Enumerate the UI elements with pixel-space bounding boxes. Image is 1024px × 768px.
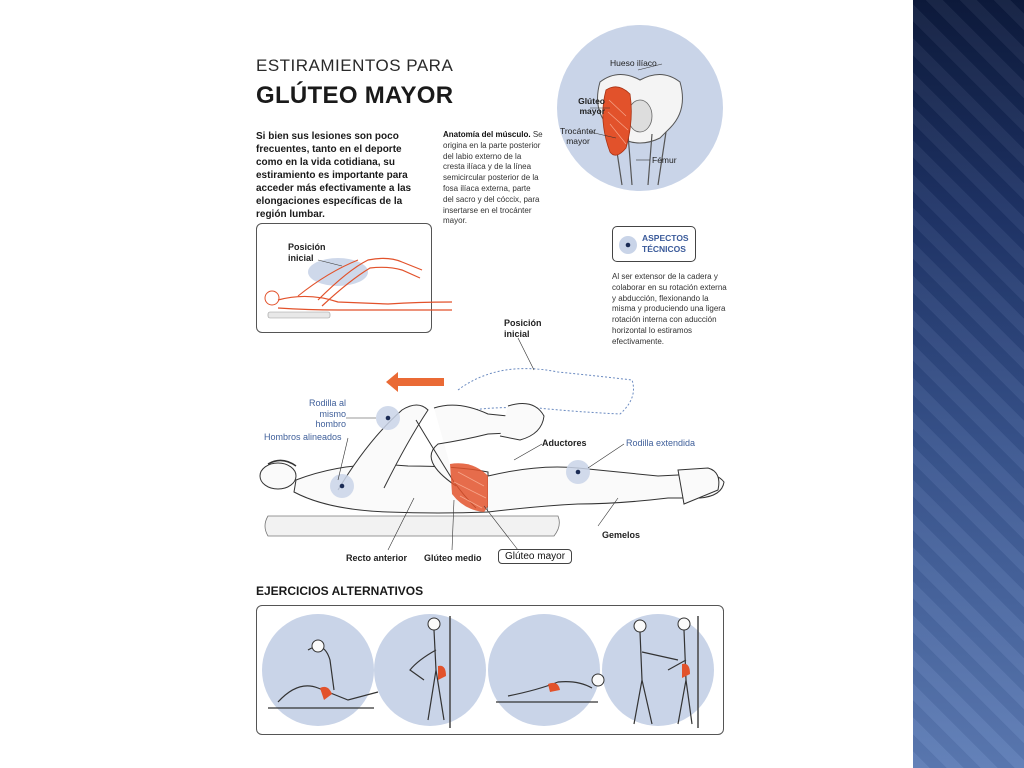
title-line-2: GLÚTEO MAYOR bbox=[256, 82, 454, 109]
technical-aspects-text: Al ser extensor de la cadera y colaborar… bbox=[612, 272, 727, 346]
label-gluteo-medio: Glúteo medio bbox=[424, 553, 482, 563]
inset-initial-position-label: Posición inicial bbox=[288, 242, 326, 263]
anatomy-description: Anatomía del músculo. Se origina en la p… bbox=[443, 130, 543, 227]
bullet-icon bbox=[619, 236, 637, 254]
label-hombros-alineados: Hombros alineados bbox=[264, 432, 342, 442]
initial-position-inset bbox=[256, 223, 432, 333]
technical-aspects-label: ASPECTOS TÉCNICOS bbox=[642, 233, 689, 254]
inset-figure bbox=[264, 257, 453, 319]
label-gluteo-mayor-anatomy: Glúteo mayor bbox=[578, 96, 605, 116]
label-gluteo-mayor-main: Glúteo mayor bbox=[498, 549, 573, 564]
alternative-exercises-panel bbox=[256, 605, 724, 735]
label-recto-anterior: Recto anterior bbox=[346, 553, 408, 563]
anatomy-text: Se origina en la parte posterior del lab… bbox=[443, 130, 543, 226]
technical-aspects-badge: ASPECTOS TÉCNICOS bbox=[612, 226, 696, 262]
main-stretch-illustration bbox=[259, 337, 725, 551]
label-gemelos: Gemelos bbox=[602, 530, 641, 540]
anatomy-heading: Anatomía del músculo. bbox=[443, 130, 531, 139]
intro-paragraph: Si bien sus lesiones son poco frecuentes… bbox=[256, 131, 412, 220]
book-page: ESTIRAMIENTOS PARA GLÚTEO MAYOR Si bien … bbox=[238, 20, 734, 755]
main-initial-position-label: Posición inicial bbox=[504, 318, 542, 339]
label-hueso-iliaco: Hueso ilíaco bbox=[610, 58, 657, 68]
label-rodilla-extendida: Rodilla extendida bbox=[626, 438, 696, 448]
label-aductores: Aductores bbox=[542, 438, 587, 448]
alternative-exercises-title: EJERCICIOS ALTERNATIVOS bbox=[256, 584, 424, 598]
side-decoration-band bbox=[913, 0, 1024, 768]
alternative-exercises-illustrations bbox=[262, 614, 714, 728]
anatomy-illustration bbox=[557, 25, 723, 191]
label-femur: Fémur bbox=[652, 155, 677, 165]
title-line-1: ESTIRAMIENTOS PARA bbox=[256, 56, 454, 75]
label-rodilla-al-hombro: Rodilla al mismo hombro bbox=[308, 398, 346, 429]
label-trocanter-mayor: Trocánter mayor bbox=[559, 126, 597, 146]
